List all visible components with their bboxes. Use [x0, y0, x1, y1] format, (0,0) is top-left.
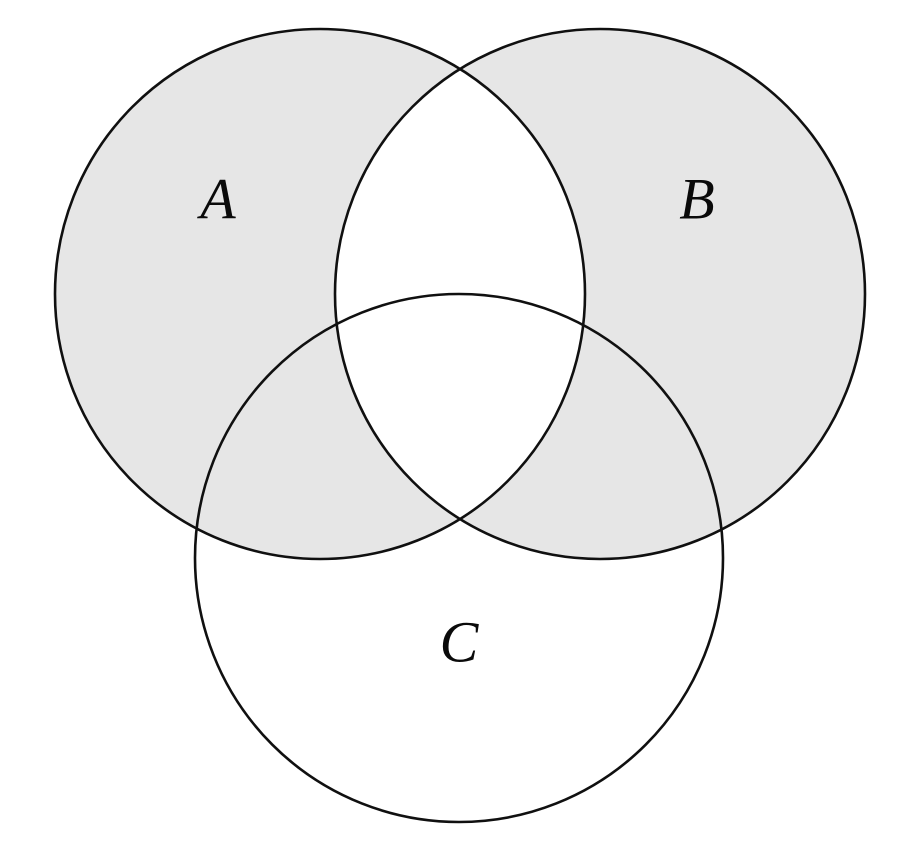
circle-a-outline[interactable] [53, 27, 587, 561]
set-label-c: C [440, 609, 480, 674]
set-label-b: B [679, 166, 714, 231]
circle-b-outline[interactable] [333, 27, 867, 561]
set-label-a: A [196, 166, 236, 231]
circle-c-outline[interactable] [193, 292, 725, 824]
